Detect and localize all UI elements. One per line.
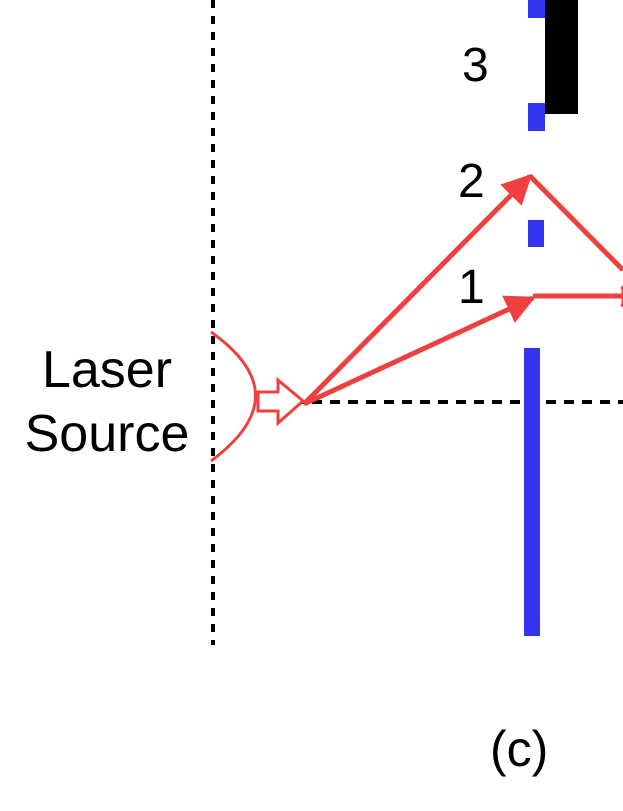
wavefront-curve: [210, 330, 257, 463]
ray-1-hollow-tip-icon: [620, 285, 623, 308]
ray-2-line: [302, 173, 533, 406]
aperture-segment-lower: [524, 348, 540, 636]
ray-2-reflected-line: [528, 174, 623, 272]
ray-1-line: [302, 295, 536, 407]
laser-source-label: Laser Source: [10, 338, 204, 466]
marker-2-label: 2: [458, 155, 485, 208]
marker-1-label: 1: [458, 261, 485, 314]
marker-3-label: 3: [462, 39, 489, 92]
hollow-arrow-icon: [256, 376, 306, 427]
aperture-segment-middle: [528, 220, 544, 247]
laser-source-line2: Source: [24, 405, 190, 463]
aperture-segment-top: [528, 0, 545, 18]
panel-label: (c): [490, 721, 549, 777]
aperture-segment-upper: [528, 103, 545, 131]
laser-source-line1: Laser: [41, 341, 173, 399]
obstacle-block: [545, 0, 578, 114]
